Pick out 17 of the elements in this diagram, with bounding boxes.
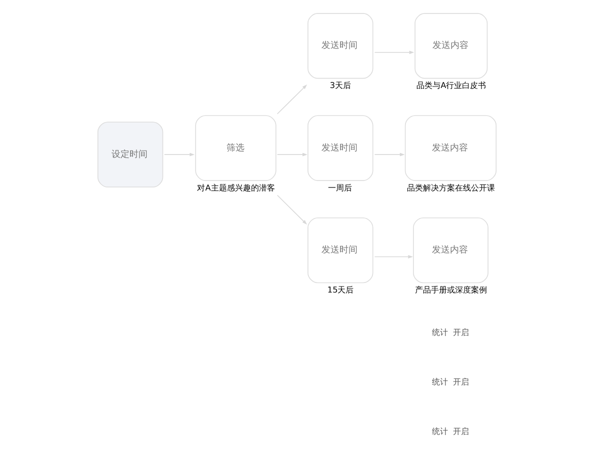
arrow (374, 50, 414, 54)
label: 统计 开启 (432, 426, 470, 436)
node-label: 产品手册或深度案例 (415, 284, 488, 294)
arrow (164, 152, 195, 156)
arrow (276, 152, 308, 156)
arrow (276, 194, 308, 225)
node-label: 品类与A行业白皮书 (416, 80, 486, 90)
node-label: 一周后 (328, 182, 352, 192)
arrow (276, 84, 308, 114)
arrow (374, 152, 405, 156)
label: 统计 开启 (432, 327, 470, 338)
label: 统计 开启 (432, 376, 470, 387)
node-label: 对A主题感兴趣的潜客 (197, 182, 275, 192)
node-label: 品类解决方案在线公开课 (406, 182, 495, 192)
arrow (374, 255, 413, 258)
node-label: 15天后 (327, 284, 354, 294)
node-label: 3天后 (330, 80, 352, 90)
